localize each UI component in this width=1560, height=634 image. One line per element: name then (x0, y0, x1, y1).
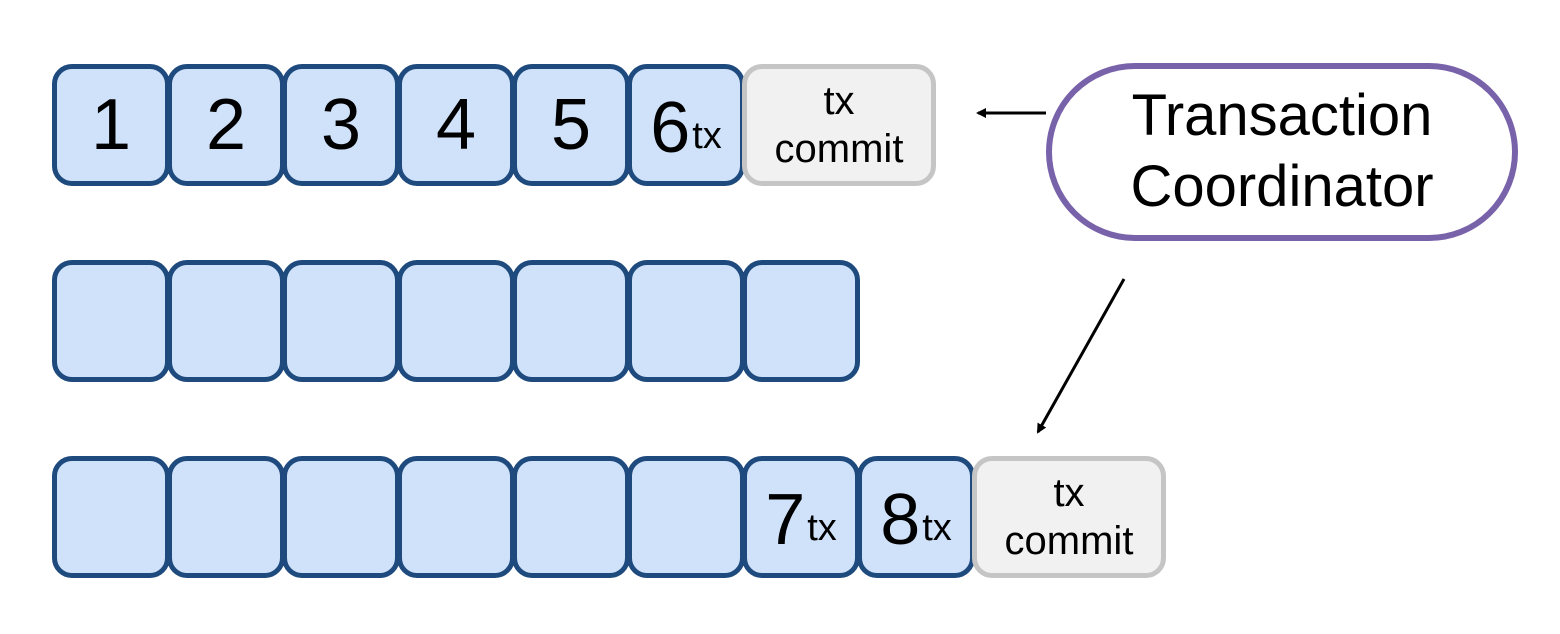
log-entry-2: 2 (167, 64, 285, 186)
tx-commit-marker: tx commit (972, 456, 1166, 578)
log-entry-number: 1 (90, 85, 132, 165)
log-entry-number: 8 (880, 480, 921, 560)
log-entry-number: 7 (765, 480, 806, 560)
transaction-coordinator-node: Transaction Coordinator (1046, 63, 1518, 241)
tx-commit-marker: tx commit (742, 64, 936, 186)
log-entry-empty (282, 456, 400, 578)
log-entry-empty (397, 260, 515, 382)
log-entry-5: 5 (512, 64, 630, 186)
tx-commit-line2: commit (774, 127, 904, 171)
log-entry-number: 2 (205, 85, 247, 165)
coordinator-label-line2: Coordinator (1130, 154, 1434, 219)
log-entry-empty (52, 260, 170, 382)
log-entry-empty (627, 260, 745, 382)
tx-subscript: tx (922, 507, 952, 549)
partition-log-2 (52, 260, 860, 382)
log-entry-number: 4 (435, 85, 477, 165)
coordinator-label-line1: Transaction (1131, 83, 1433, 149)
log-entry-4: 4 (397, 64, 515, 186)
log-entry-empty (742, 260, 860, 382)
tx-subscript: tx (692, 115, 722, 157)
log-entry-1: 1 (52, 64, 170, 186)
log-entry-empty (52, 456, 170, 578)
tx-subscript: tx (807, 507, 837, 549)
tx-commit-line1: tx (1053, 471, 1085, 515)
log-entry-number: 6 (650, 88, 691, 168)
arrow-to-log-3 (1036, 278, 1126, 434)
log-entry-number: 5 (550, 85, 592, 165)
log-entry-number: 3 (320, 85, 362, 165)
tx-commit-line1: tx (823, 79, 855, 123)
log-entry-empty (282, 260, 400, 382)
tx-commit-line2: commit (1004, 519, 1134, 563)
log-entry-empty (167, 260, 285, 382)
